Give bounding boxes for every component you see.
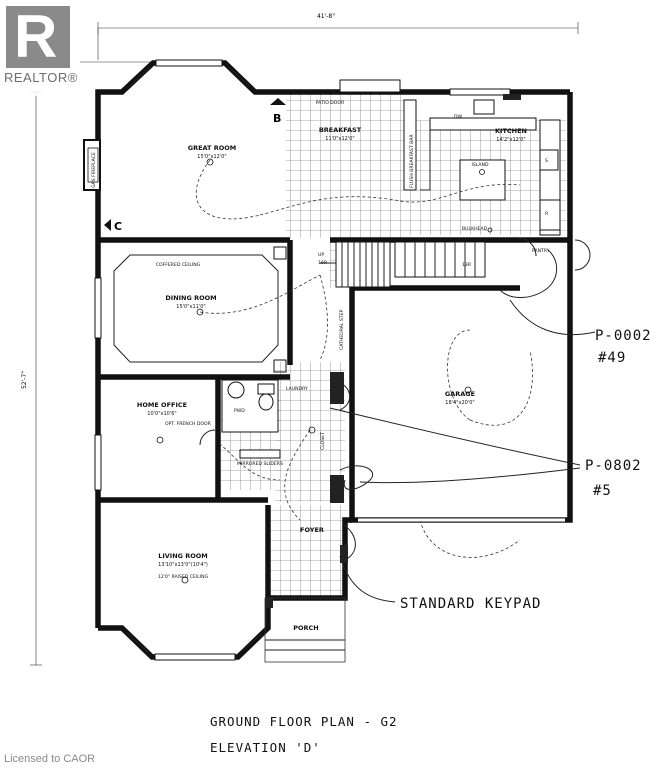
- walls: [95, 60, 573, 660]
- fireplace: GAS FIREPLACE: [83, 139, 101, 191]
- note-cathedral-step: CATHEDRAL STEP: [339, 310, 345, 350]
- porch: [264, 597, 346, 663]
- license-text: Licensed to CAOR: [4, 753, 96, 765]
- room-home-office: HOME OFFICE: [137, 401, 187, 409]
- annotation-num-1: #49: [598, 350, 626, 366]
- plan-title: GROUND FLOOR PLAN - G2: [210, 714, 398, 729]
- elevation-marker-b-icon: [270, 98, 286, 105]
- note-up: UP: [318, 252, 324, 258]
- windows: [94, 59, 511, 661]
- plan-notes: PATIO DOOR FLUSH BREAKFAST BAR ISLAND DW…: [156, 100, 550, 580]
- room-porch: PORCH: [293, 624, 319, 632]
- note-r: R: [545, 211, 549, 217]
- note-16r: 16R: [318, 260, 328, 266]
- note-island: ISLAND: [471, 162, 489, 168]
- room-great-room: GREAT ROOM: [188, 144, 237, 152]
- coffered-ceiling: [113, 246, 287, 373]
- room-labels: GREAT ROOM 15'0"x12'0" BREAKFAST 11'0"x1…: [137, 126, 527, 632]
- stairs: [320, 241, 486, 288]
- room-garage: GARAGE: [445, 390, 475, 398]
- note-french-door: OPT. FRENCH DOOR: [165, 421, 212, 427]
- keypad-note: STANDARD KEYPAD: [400, 596, 541, 612]
- note-bulkhead: BULKHEAD: [462, 226, 488, 232]
- note-pantry: PANTRY: [532, 248, 550, 254]
- note-s: S: [545, 158, 548, 164]
- room-dining: DINING ROOM: [165, 294, 216, 302]
- annotation-code-1: P-0002: [595, 328, 652, 344]
- elevation-markers: B C: [104, 98, 286, 233]
- note-closet: CLOSET: [320, 432, 326, 450]
- annotation-num-2: #5: [593, 483, 612, 499]
- note-laundry: LAUNDRY: [286, 386, 308, 392]
- room-kitchen-dims: 14'2"x12'0": [496, 137, 525, 143]
- closets: [265, 94, 521, 608]
- depth-dimension: 52'-7": [21, 371, 28, 389]
- width-dimension: 41'-8": [317, 13, 335, 20]
- annotation-code-2: P-0802: [585, 458, 642, 474]
- room-breakfast: BREAKFAST: [319, 126, 362, 134]
- note-dw: DW: [454, 114, 463, 120]
- note-coffered-ceiling: COFFERED CEILING: [156, 262, 201, 268]
- note-pwd: PWD: [234, 408, 245, 414]
- powder-room: [221, 379, 281, 459]
- realtor-r-icon: R: [6, 6, 70, 68]
- room-kitchen: KITCHEN: [495, 127, 527, 135]
- note-mirrored-sliders: MIRRORED SLIDERS: [237, 461, 283, 467]
- kitchen-fixtures: [403, 99, 561, 236]
- garage-door: [358, 517, 565, 523]
- handwritten-labels: P-0002 #49 P-0802 #5 STANDARD KEYPAD: [400, 328, 652, 612]
- room-home-office-dims: 10'0"x10'6": [147, 411, 176, 417]
- note-breakfast-bar: FLUSH BREAKFAST BAR: [409, 134, 415, 188]
- dimension-lines: 41'-8" 52'-7": [21, 13, 579, 666]
- elevation-marker-c: C: [114, 220, 122, 233]
- handwritten-callouts: [329, 249, 596, 603]
- room-garage-dims: 18'4"x20'0": [445, 400, 474, 406]
- room-great-room-dims: 15'0"x12'0": [197, 154, 226, 160]
- room-dining-dims: 15'0"x11'0": [176, 304, 205, 310]
- room-foyer: FOYER: [300, 526, 324, 534]
- room-breakfast-dims: 11'0"x12'0": [325, 136, 354, 142]
- room-living: LIVING ROOM: [158, 552, 208, 560]
- elevation-marker-c-icon: [104, 219, 111, 231]
- note-raised-ceiling: 12'0" RAISED CEILING: [158, 574, 209, 580]
- realtor-logo: R REALTOR®: [0, 0, 80, 96]
- wiring-and-swings: [156, 158, 591, 584]
- note-patio-door: PATIO DOOR: [316, 100, 345, 106]
- elevation-marker-b: B: [273, 112, 281, 125]
- plan-elevation: ELEVATION 'D': [210, 740, 321, 755]
- realtor-wordmark: REALTOR®: [4, 70, 78, 85]
- note-13r: 13R: [462, 262, 472, 268]
- gas-fireplace-label: GAS FIREPLACE: [91, 152, 97, 188]
- room-living-dims: 13'10"x13'0"(10'4"): [158, 562, 208, 568]
